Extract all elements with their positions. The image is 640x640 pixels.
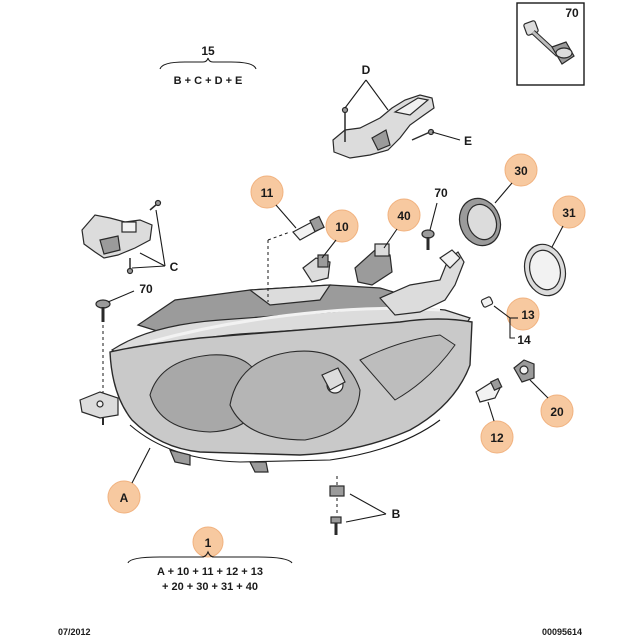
headlamp-assembly <box>79 284 473 473</box>
label-30: 30 <box>514 164 528 178</box>
group-1-brace: 1 A + 10 + 11 + 12 + 13 + 20 + 30 + 31 +… <box>127 526 293 593</box>
label-d: D <box>362 63 371 77</box>
label-10: 10 <box>335 220 349 234</box>
screw-70-box: 70 <box>516 2 585 86</box>
label-31: 31 <box>562 206 576 220</box>
bulb-13-14: 13 14 <box>480 296 540 347</box>
label-1: 1 <box>205 536 212 550</box>
bubble-12 <box>480 420 514 454</box>
bubble-40 <box>387 198 421 232</box>
bubble-30 <box>504 153 538 187</box>
formula-1-line1: A + 10 + 11 + 12 + 13 <box>157 566 263 578</box>
callout-a: A <box>107 447 151 514</box>
label-c: C <box>170 260 179 274</box>
label-11: 11 <box>261 186 274 200</box>
label-20: 20 <box>550 405 564 419</box>
bubble-a <box>107 480 141 514</box>
footer-date: 07/2012 <box>58 627 91 637</box>
formula-15: B + C + D + E <box>174 75 243 87</box>
label-e: E <box>464 134 472 148</box>
label-13: 13 <box>521 308 535 322</box>
label-a: A <box>120 491 129 505</box>
cap-31: 31 <box>523 195 586 297</box>
bulb-12: 12 <box>475 377 514 454</box>
cap-30: 30 <box>458 153 538 247</box>
bubble-20 <box>540 394 574 428</box>
bulb-11: 11 <box>250 175 325 241</box>
bubble-1 <box>192 526 224 558</box>
label-70-center: 70 <box>434 186 448 200</box>
label-40: 40 <box>397 209 411 223</box>
label-12: 12 <box>490 431 504 445</box>
group-15-brace: 15 B + C + D + E <box>159 44 257 87</box>
screw-70-left: 70 <box>95 282 153 395</box>
bubble-10 <box>325 209 359 243</box>
bubble-31 <box>552 195 586 229</box>
clip-b: B <box>329 476 401 535</box>
bracket-upper-right <box>379 249 465 316</box>
label-70-box: 70 <box>565 6 579 20</box>
label-70-left: 70 <box>139 282 153 296</box>
bubble-13 <box>506 297 540 331</box>
bulb-10: 10 <box>302 209 359 283</box>
bracket-c: C <box>81 199 179 275</box>
label-15: 15 <box>201 44 215 58</box>
bracket-d: D E <box>332 63 472 159</box>
socket-20: 20 <box>513 359 574 428</box>
formula-1-line2: + 20 + 30 + 31 + 40 <box>162 581 258 593</box>
guide-line-11b <box>267 231 291 241</box>
bubble-11 <box>250 175 284 209</box>
label-14: 14 <box>517 333 531 347</box>
footer-reference: 00095614 <box>542 627 582 637</box>
motor-40: 40 <box>354 198 421 286</box>
screw-70-center: 70 <box>421 186 448 250</box>
label-b: B <box>392 507 401 521</box>
screw-icon <box>523 20 575 65</box>
